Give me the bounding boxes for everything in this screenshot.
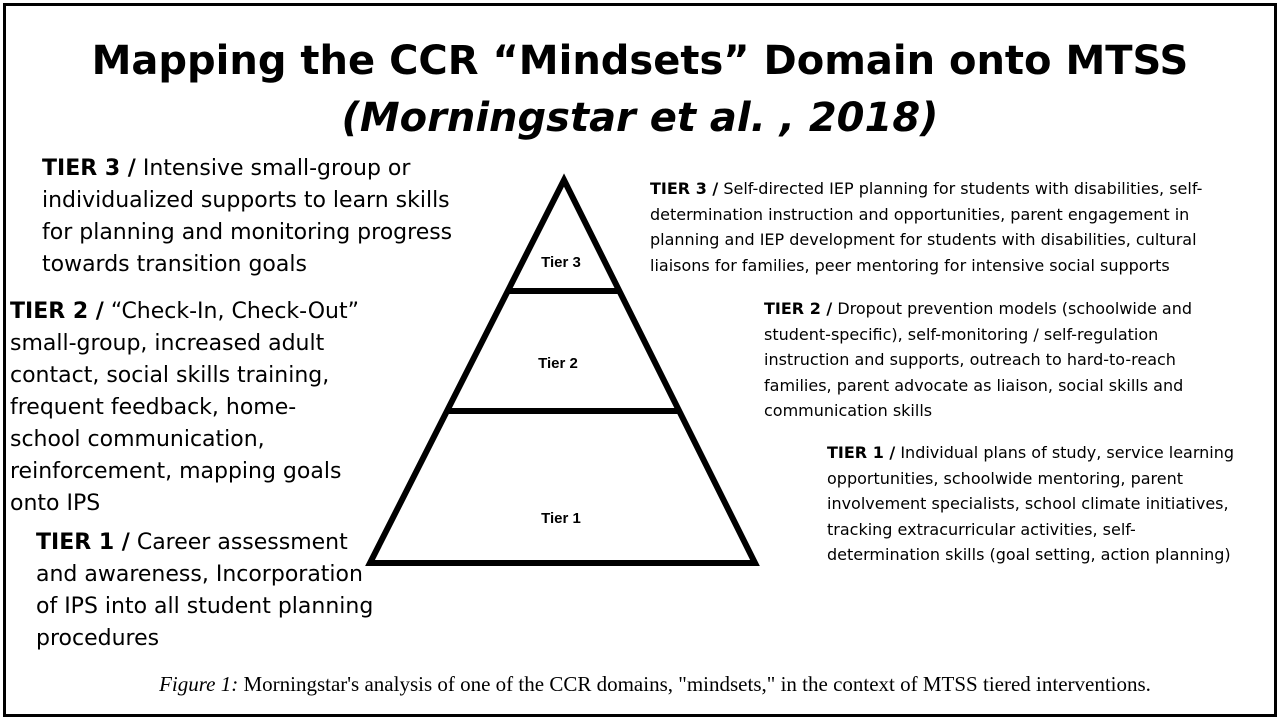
left-tier2-text: “Check-In, Check-Out” small-group, incre… — [10, 299, 359, 516]
caption-text: Morningstar's analysis of one of the CCR… — [243, 672, 1151, 696]
figure-frame — [3, 3, 1277, 717]
right-tier1-text: Individual plans of study, service learn… — [827, 443, 1235, 564]
left-tier2-block: TIER 2 / “Check-In, Check-Out” small-gro… — [10, 296, 360, 520]
pyramid-tier1-label: Tier 1 — [541, 510, 581, 527]
left-tier3-block: TIER 3 / Intensive small-group or indivi… — [42, 153, 462, 281]
pyramid-outline — [365, 173, 760, 566]
figure-caption: Figure 1: Morningstar's analysis of one … — [0, 672, 1280, 697]
left-tier1-label: TIER 1 / — [36, 530, 130, 555]
title-line-1: Mapping the CCR “Mindsets” Domain onto M… — [91, 38, 1189, 84]
right-tier2-label: TIER 2 / — [764, 299, 833, 318]
left-tier3-label: TIER 3 / — [42, 156, 136, 181]
left-tier1-text: Career assessment and awareness, Incorpo… — [36, 530, 374, 651]
pyramid-tier2-label: Tier 2 — [538, 355, 578, 372]
left-tier1-block: TIER 1 / Career assessment and awareness… — [36, 527, 381, 655]
left-tier2-label: TIER 2 / — [10, 299, 104, 324]
right-tier2-block: TIER 2 / Dropout prevention models (scho… — [764, 296, 1234, 424]
title-line-2: (Morningstar et al. , 2018) — [341, 95, 939, 141]
right-tier2-text: Dropout prevention models (schoolwide an… — [764, 299, 1193, 420]
right-tier3-text: Self-directed IEP planning for students … — [650, 179, 1203, 275]
right-tier3-block: TIER 3 / Self-directed IEP planning for … — [650, 176, 1255, 278]
pyramid-tier3-label: Tier 3 — [541, 254, 581, 271]
left-tier3-text: Intensive small-group or individualized … — [42, 156, 453, 277]
right-tier3-label: TIER 3 / — [650, 179, 719, 198]
right-tier1-block: TIER 1 / Individual plans of study, serv… — [827, 440, 1237, 568]
right-tier1-label: TIER 1 / — [827, 443, 896, 462]
caption-figure-label: Figure 1: — [159, 672, 239, 696]
